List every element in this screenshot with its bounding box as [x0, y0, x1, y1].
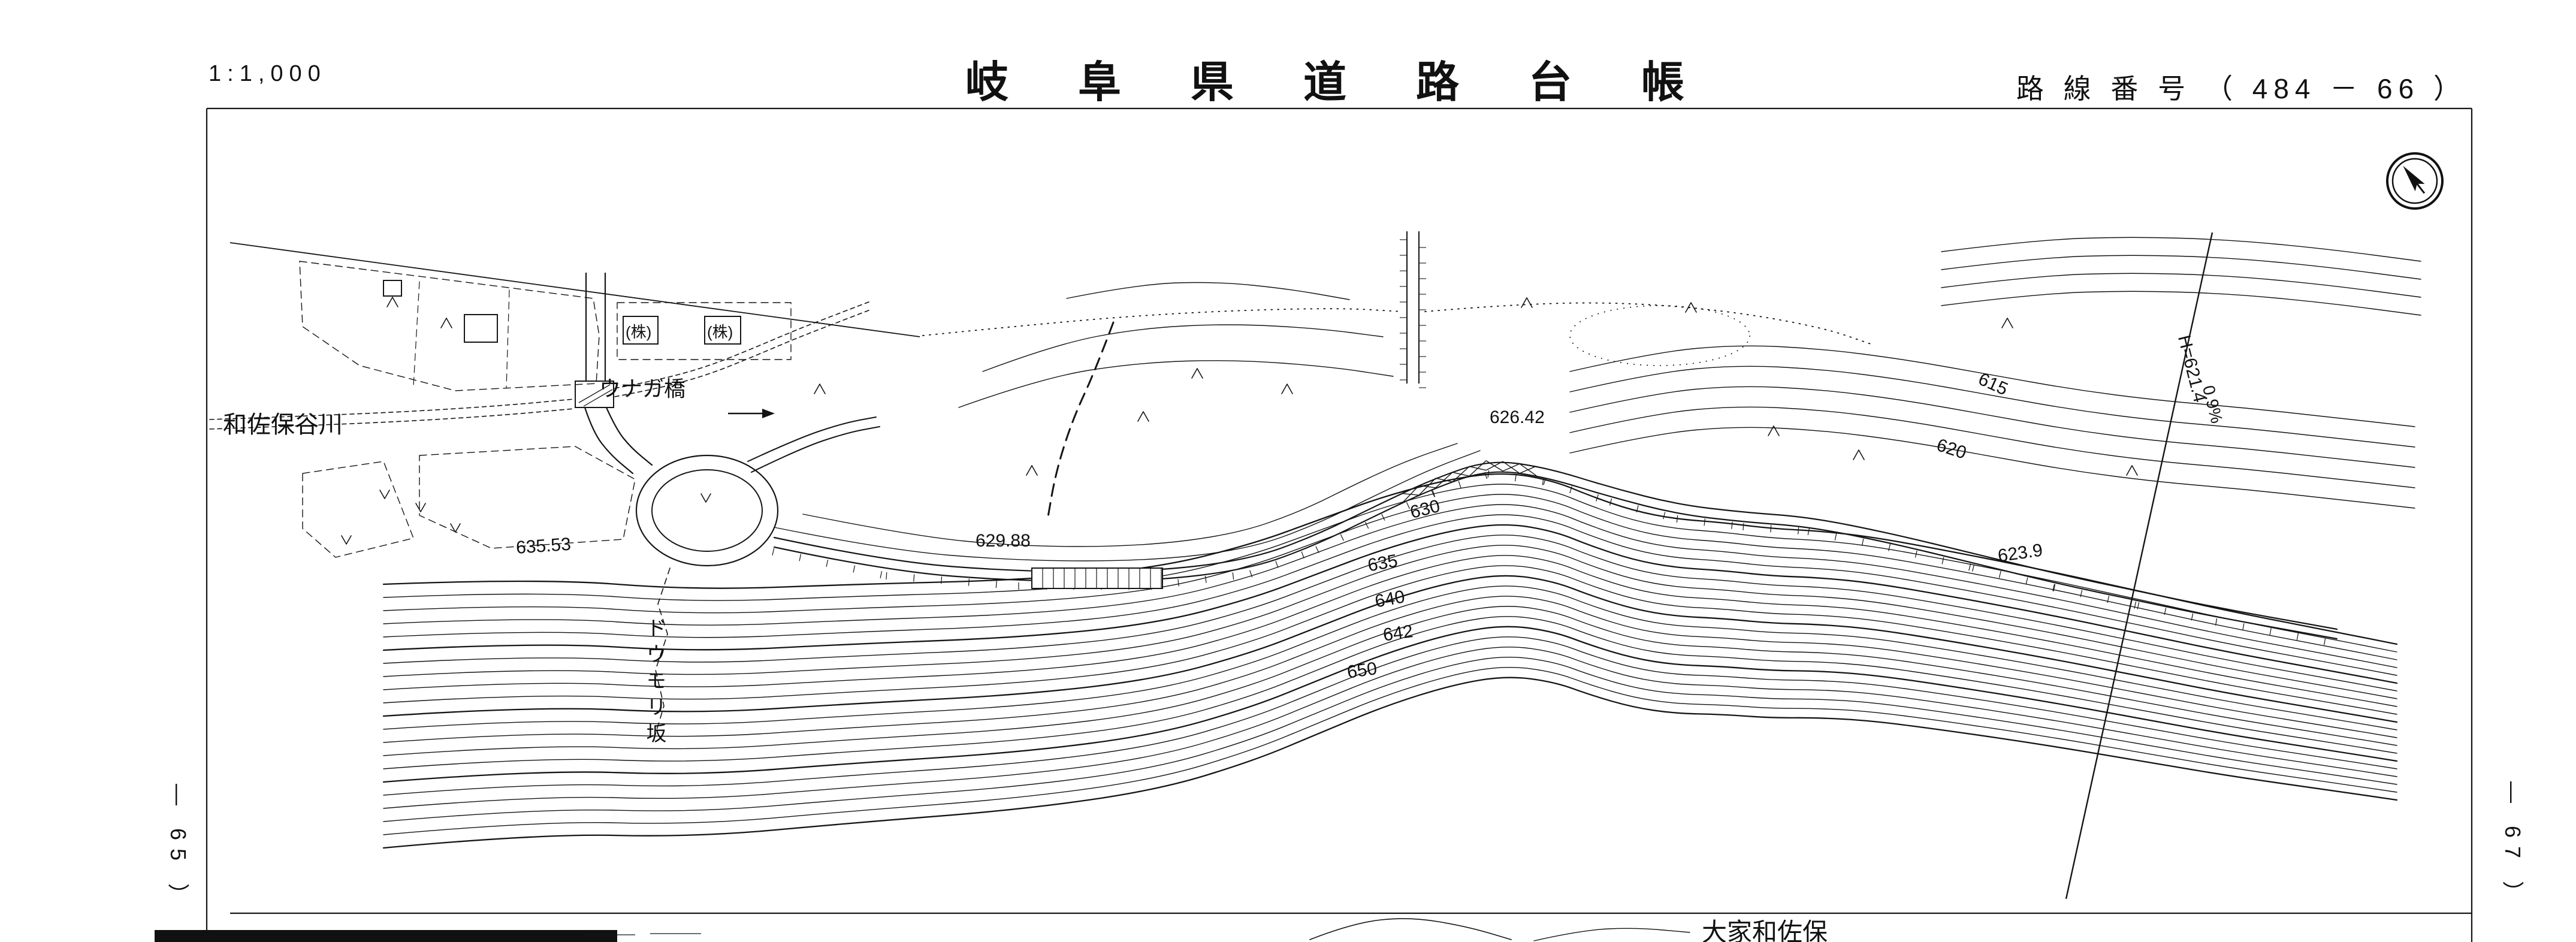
north-compass-icon [2382, 149, 2447, 213]
map-scale-label: 1:1,000 [209, 61, 327, 86]
page-title: 岐 阜 県 道 路 台 帳 [965, 59, 1714, 107]
route-number-label: 路 線 番 号 （ 484 － 66 ） [2016, 73, 2467, 104]
